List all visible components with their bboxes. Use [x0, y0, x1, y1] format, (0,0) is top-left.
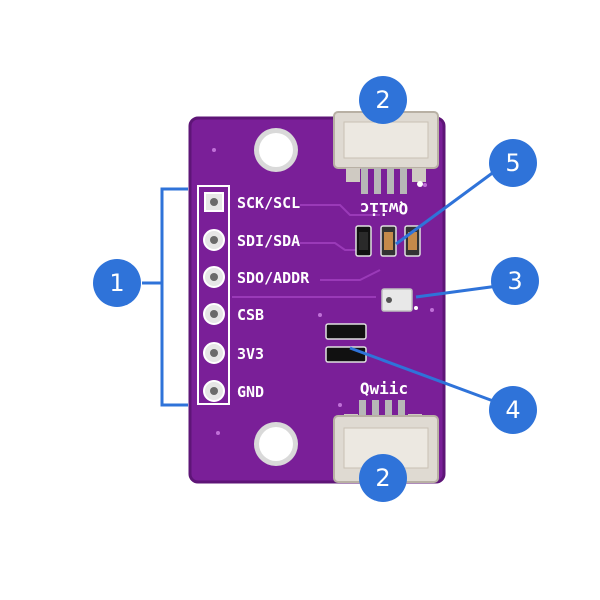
callout-2-bottom: 2 [359, 454, 407, 502]
pin-label-gnd: GND [237, 383, 264, 401]
pin-label-sdi-sda: SDI/SDA [237, 232, 300, 250]
header-pins [203, 192, 225, 402]
header-pin-outline [197, 185, 230, 405]
header-pin-1 [204, 192, 224, 212]
qwiic-connector-bottom [333, 400, 439, 483]
pressure-sensor [381, 288, 418, 312]
header-pin-4 [203, 303, 225, 325]
callout-5-number: 5 [505, 149, 520, 177]
header-pin-6 [203, 380, 225, 402]
leader-line-3 [415, 284, 499, 299]
leader-line-4 [349, 346, 497, 404]
mounting-hole-top [254, 128, 298, 172]
callout-3: 3 [491, 257, 539, 305]
qwiic-connector-top [333, 111, 439, 194]
callout-3-number: 3 [507, 267, 522, 295]
pcb-board [188, 116, 446, 484]
header-pin-3 [203, 266, 225, 288]
callout-4: 4 [489, 386, 537, 434]
callout-2-top: 2 [359, 76, 407, 124]
pins-bracket [142, 187, 188, 407]
qwiic-label-top: Qwiic [360, 199, 408, 218]
top-resistors [355, 225, 421, 257]
pin-label-csb: CSB [237, 306, 264, 324]
callout-1: 1 [93, 259, 141, 307]
callout-2-top-number: 2 [375, 86, 390, 114]
mounting-hole-bottom [254, 422, 298, 466]
pin-label-sck-scl: SCK/SCL [237, 194, 300, 212]
callout-4-number: 4 [505, 396, 520, 424]
qwiic-label-bottom: Qwiic [360, 379, 408, 398]
header-pin-5 [203, 342, 225, 364]
pin-label-3v3: 3V3 [237, 345, 264, 363]
header-pin-2 [203, 229, 225, 251]
pin-label-sdo-addr: SDO/ADDR [237, 269, 310, 287]
callout-1-number: 1 [109, 269, 124, 297]
leader-line-5 [395, 161, 507, 246]
callout-2-bottom-number: 2 [375, 464, 390, 492]
callout-5: 5 [489, 139, 537, 187]
